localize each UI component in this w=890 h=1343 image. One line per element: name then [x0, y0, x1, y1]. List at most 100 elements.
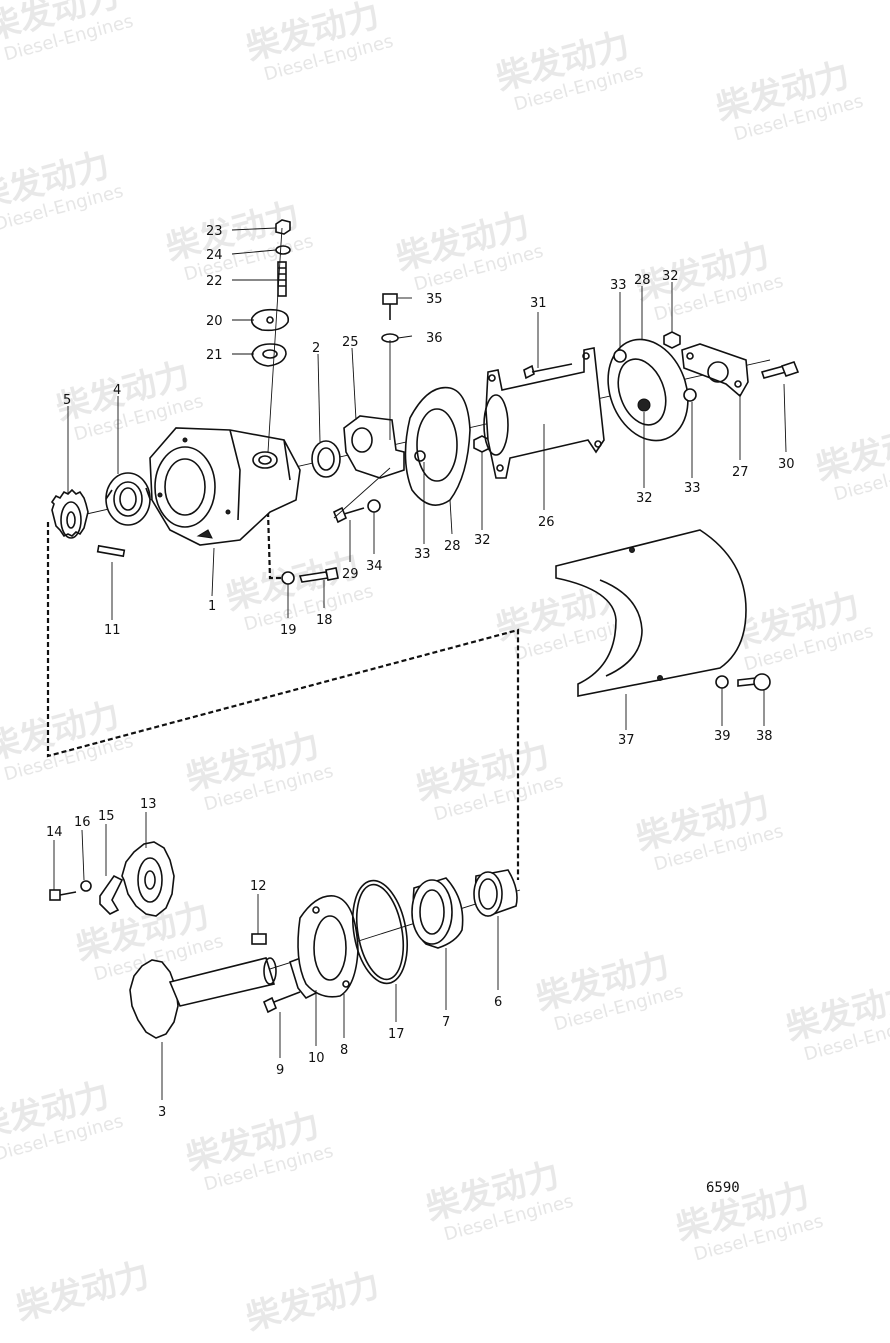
- callout-39: 39: [714, 729, 731, 744]
- bearing-part-4: [105, 472, 151, 526]
- gasket-part-20: [250, 308, 290, 332]
- watermark-tile: 柴发动力 Diesel-Engines: [412, 735, 566, 826]
- bearing-part-7: [411, 877, 464, 949]
- callout-7: 7: [442, 1015, 450, 1030]
- shield-part-37: [555, 529, 747, 697]
- shaft-linkage-dashed-line: [46, 522, 520, 880]
- plate-part-28-right: [607, 338, 689, 442]
- watermark-tile: 柴发动力 Diesel-Engines: [632, 785, 786, 876]
- callout-17: 17: [388, 1027, 405, 1042]
- screw-part-38: [737, 673, 771, 691]
- flange-part-21: [251, 343, 287, 367]
- callout-13: 13: [140, 797, 157, 812]
- callout-30: 30: [778, 457, 795, 472]
- seal-part-2: [311, 440, 341, 478]
- watermark-brand-cn: 柴发动力: [242, 1265, 384, 1339]
- washer-part-24: [275, 245, 291, 255]
- callout-28-right: 28: [634, 273, 651, 288]
- watermark-tile: 柴发动力 Diesel-Engines: [0, 1075, 126, 1166]
- callout-labels: 23 24 22 20 21 5 4 11 1 2 25 35 36 31 33…: [46, 224, 795, 1120]
- gear-part-5: [50, 488, 89, 539]
- shaft-part-3: [129, 933, 277, 1039]
- watermark-tile: 柴发动力 Diesel-Engines: [242, 0, 396, 85]
- callout-35: 35: [426, 292, 443, 307]
- watermark-tile: 柴发动力: [242, 1265, 384, 1339]
- watermark-tile: 柴发动力 Diesel-Engines: [182, 725, 336, 816]
- bolt-alignment-dashed-line: [266, 511, 290, 580]
- watermark-tile: 柴发动力 Diesel-Engines: [182, 1105, 336, 1196]
- screw-part-31: [523, 363, 573, 380]
- washer-part-34: [367, 499, 381, 513]
- washer-part-16: [80, 880, 92, 892]
- screw-part-14: [49, 889, 77, 901]
- watermark-tile: 柴发动力 Diesel-Engines: [782, 975, 890, 1066]
- lock-plate-part-15: [99, 874, 124, 915]
- callout-5: 5: [63, 393, 71, 408]
- watermark-tile: 柴发动力 Diesel-Engines: [672, 1175, 826, 1266]
- callout-21: 21: [206, 348, 223, 363]
- bolt-part-29: [332, 506, 365, 524]
- callout-29: 29: [342, 567, 359, 582]
- callout-11: 11: [104, 623, 121, 638]
- callout-10: 10: [308, 1051, 325, 1066]
- gear-part-13: [121, 841, 175, 917]
- callout-28-left: 28: [444, 539, 461, 554]
- callout-37: 37: [618, 733, 635, 748]
- callout-4: 4: [113, 383, 121, 398]
- watermark-brand-cn: 柴发动力: [12, 1255, 154, 1329]
- watermark-tile: 柴发动力 Diesel-Engines: [492, 25, 646, 116]
- callout-8: 8: [340, 1043, 348, 1058]
- washer-part-33-top: [613, 349, 627, 363]
- watermark-tile: 柴发动力 Diesel-Engines: [712, 55, 866, 146]
- bolt-29-axis: [333, 467, 391, 519]
- callout-33-left: 33: [414, 547, 431, 562]
- tube-part-26: [483, 347, 605, 479]
- callout-32-top: 32: [662, 269, 679, 284]
- o-ring-part-17: [352, 879, 408, 985]
- callout-16: 16: [74, 815, 91, 830]
- callout-33-top: 33: [610, 278, 627, 293]
- watermark-tile: 柴发动力 Diesel-Engines: [162, 195, 316, 286]
- callout-22: 22: [206, 274, 223, 289]
- nut-part-23: [275, 219, 291, 235]
- watermark-tile: 柴发动力 Diesel-Engines: [0, 0, 136, 65]
- callout-34: 34: [366, 559, 383, 574]
- callout-36: 36: [426, 331, 443, 346]
- callout-33-right: 33: [684, 481, 701, 496]
- screw-part-30: [760, 361, 800, 379]
- callout-38: 38: [756, 729, 773, 744]
- callout-3: 3: [158, 1105, 166, 1120]
- watermark-tile: 柴发动力: [12, 1255, 154, 1329]
- flange-part-8: [297, 895, 359, 998]
- watermark-tile: 柴发动力 Diesel-Engines: [632, 235, 786, 326]
- watermark-tile: 柴发动力 Diesel-Engines: [392, 205, 546, 296]
- watermark-tile: 柴发动力 Diesel-Engines: [812, 415, 890, 506]
- bolt-part-9: [262, 991, 301, 1014]
- watermark-tile: 柴发动力 Diesel-Engines: [222, 545, 376, 636]
- callout-14: 14: [46, 825, 63, 840]
- bracket-part-25: [343, 415, 405, 479]
- washer-part-19: [281, 571, 295, 585]
- plate-part-28-left: [404, 386, 471, 506]
- watermark-tile: 柴发动力 Diesel-Engines: [0, 695, 136, 786]
- stud-part-22: [277, 261, 287, 297]
- leader-lines: [53, 227, 787, 1100]
- drawing-reference-number: 6590: [706, 1180, 740, 1196]
- bracket-part-27: [681, 343, 749, 398]
- nut-part-32-top: [663, 331, 681, 349]
- callout-6: 6: [494, 995, 502, 1010]
- pin-part-11: [96, 544, 126, 558]
- callout-20: 20: [206, 314, 223, 329]
- callout-2: 2: [312, 341, 320, 356]
- screw-part-35: [382, 293, 398, 320]
- callout-32-left: 32: [474, 533, 491, 548]
- callout-12: 12: [250, 879, 267, 894]
- washer-part-33-right: [683, 388, 697, 402]
- callout-15: 15: [98, 809, 115, 824]
- callout-18: 18: [316, 613, 333, 628]
- callout-24: 24: [206, 248, 223, 263]
- callout-1: 1: [208, 599, 216, 614]
- watermark-tile: 柴发动力 Diesel-Engines: [532, 945, 686, 1036]
